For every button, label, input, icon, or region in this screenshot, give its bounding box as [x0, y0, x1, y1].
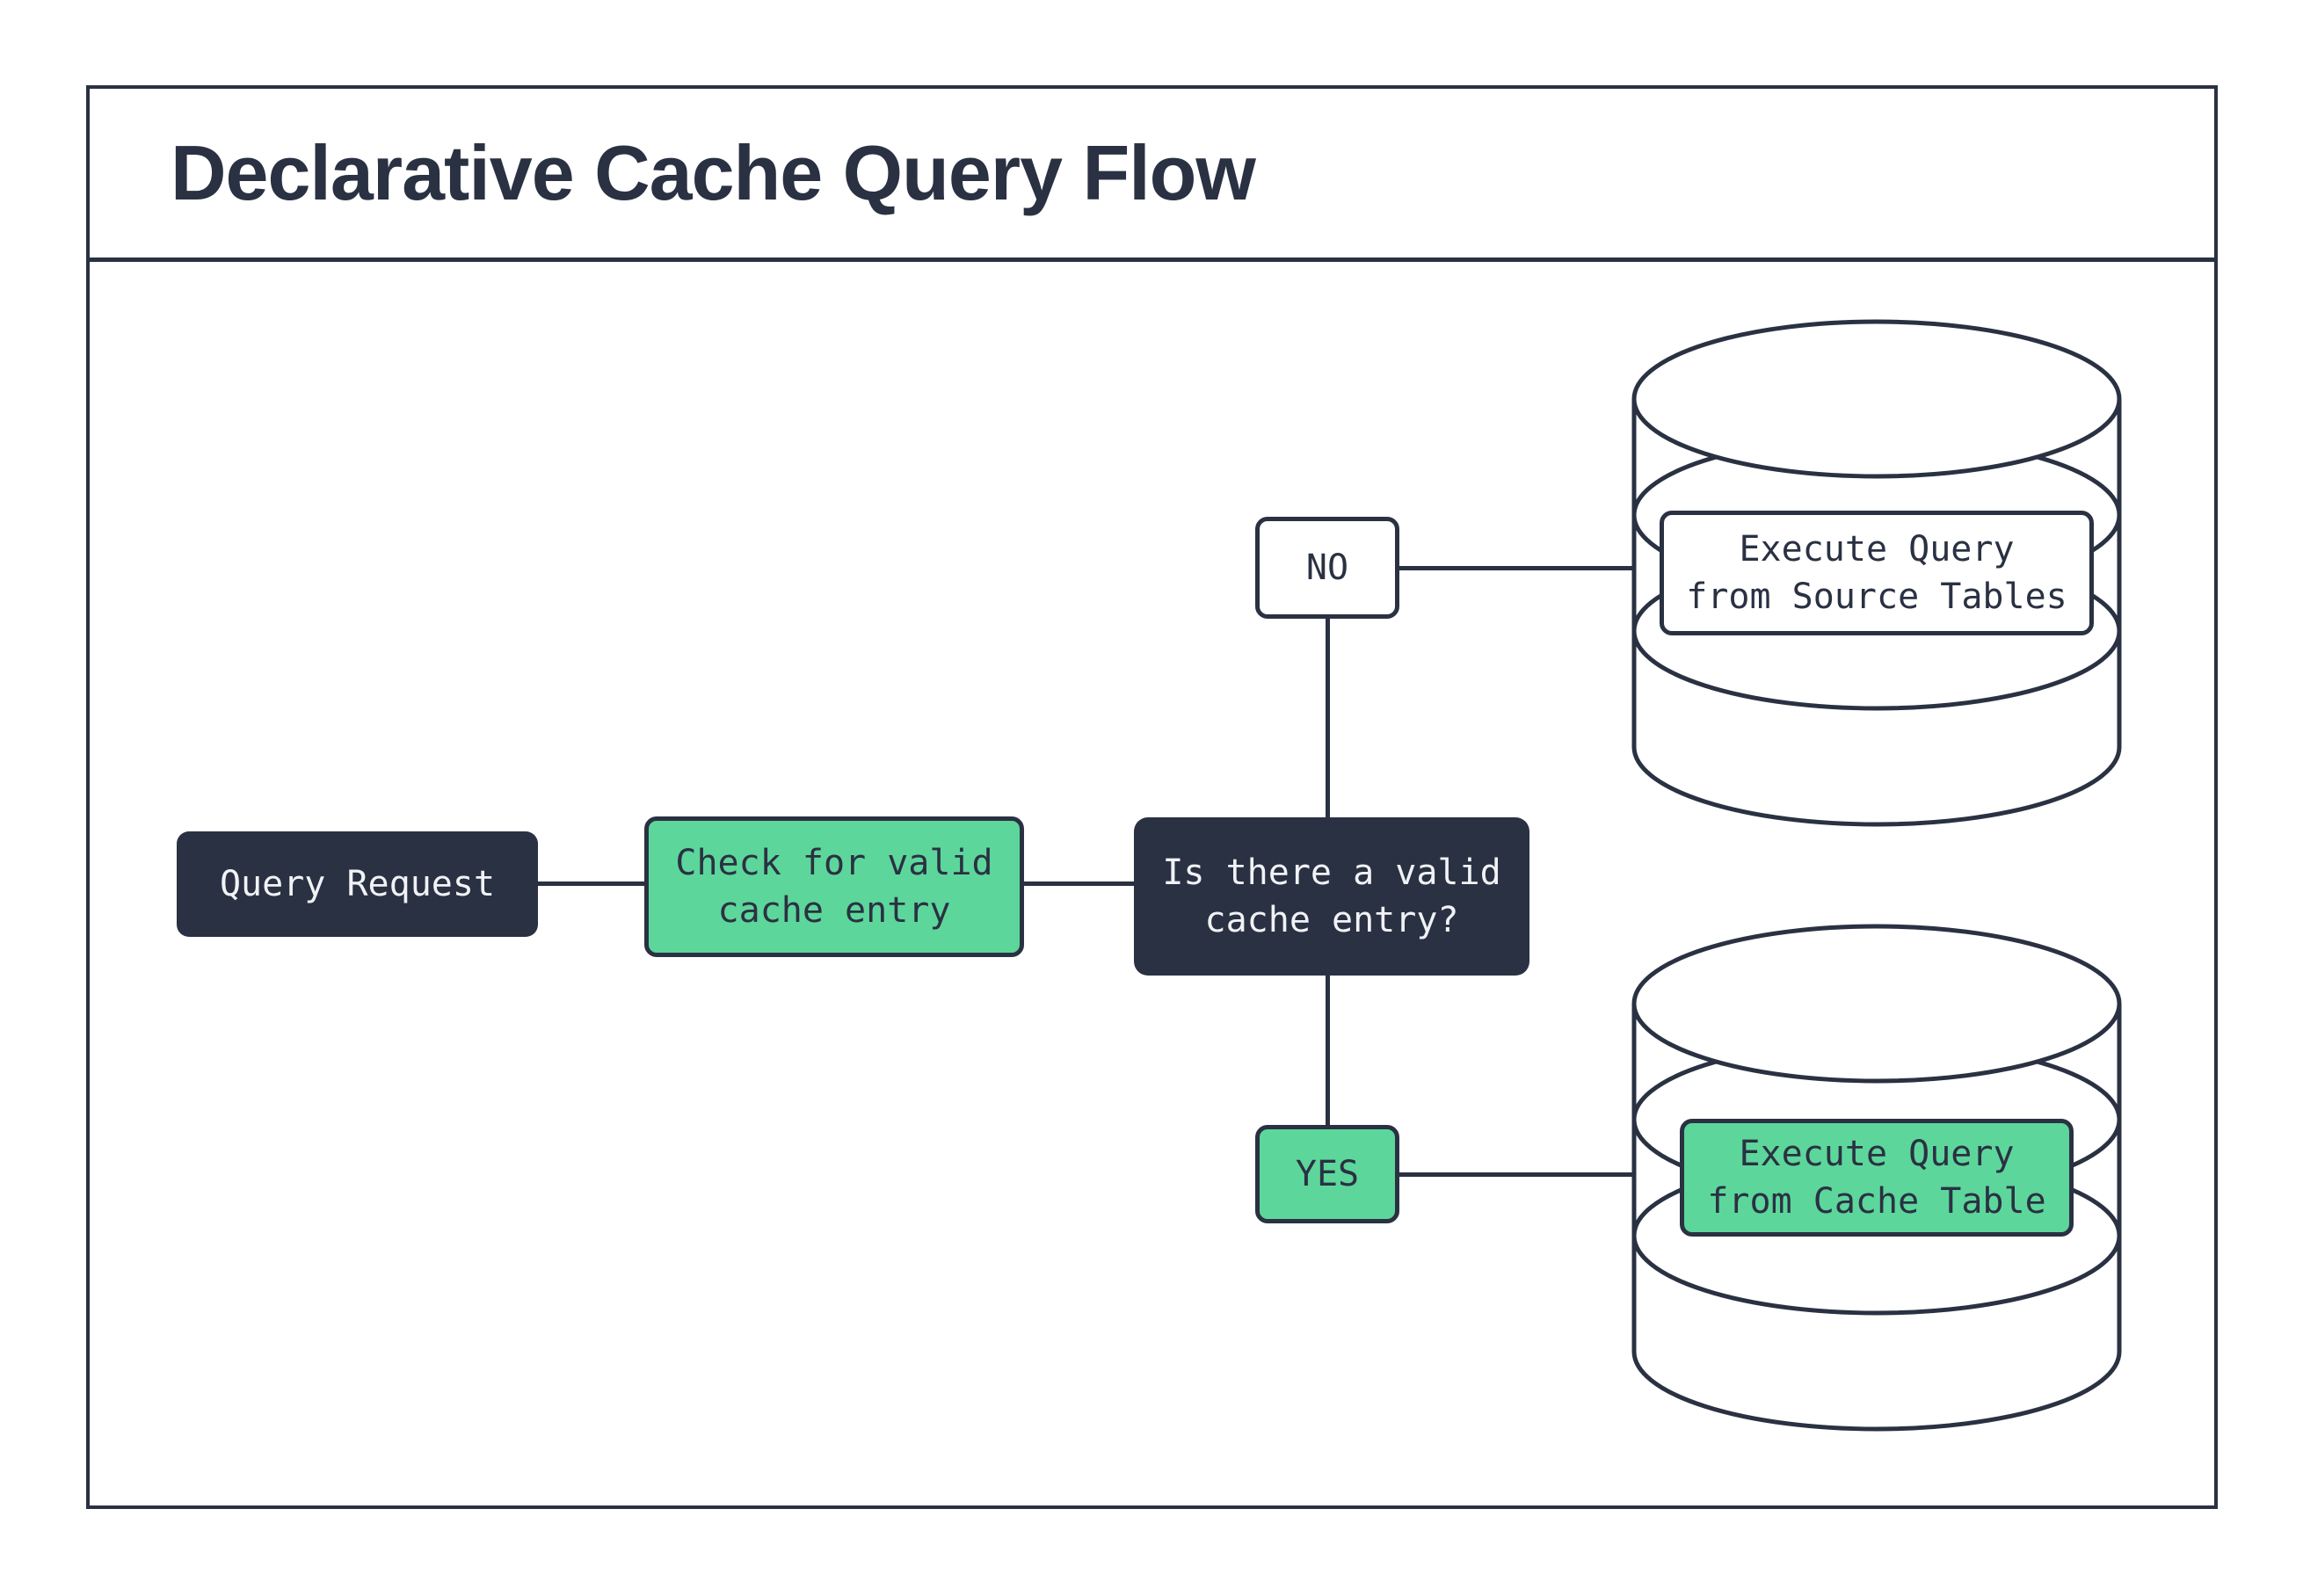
- check-cache-node: Check for valid cache entry: [644, 816, 1024, 957]
- execute-cache-label: Execute Query from Cache Table: [1707, 1134, 2046, 1222]
- check-cache-label: Check for valid cache entry: [675, 843, 993, 931]
- title-bar: Declarative Cache Query Flow: [90, 89, 2214, 262]
- connector-query-to-check: [538, 881, 644, 886]
- query-request-node: Query Request: [177, 831, 538, 937]
- branch-yes-label: YES: [1295, 1154, 1360, 1194]
- branch-no-label: NO: [1305, 548, 1349, 588]
- branch-no-node: NO: [1255, 517, 1399, 619]
- execute-source-node: Execute Query from Source Tables: [1660, 511, 2094, 635]
- execute-cache-node: Execute Query from Cache Table: [1680, 1119, 2074, 1237]
- connector-no-to-source-db: [1399, 566, 1635, 570]
- decision-node: Is there a valid cache entry?: [1134, 817, 1529, 976]
- connector-yes-to-cache-db: [1399, 1172, 1635, 1177]
- diagram-title: Declarative Cache Query Flow: [171, 129, 1256, 216]
- branch-yes-node: YES: [1255, 1125, 1399, 1223]
- execute-source-label: Execute Query from Source Tables: [1686, 529, 2067, 617]
- connector-check-to-decision: [1024, 881, 1134, 886]
- query-request-label: Query Request: [219, 864, 496, 904]
- connector-decision-to-no: [1326, 619, 1330, 817]
- decision-label: Is there a valid cache entry?: [1162, 852, 1501, 940]
- connector-decision-to-yes: [1326, 976, 1330, 1125]
